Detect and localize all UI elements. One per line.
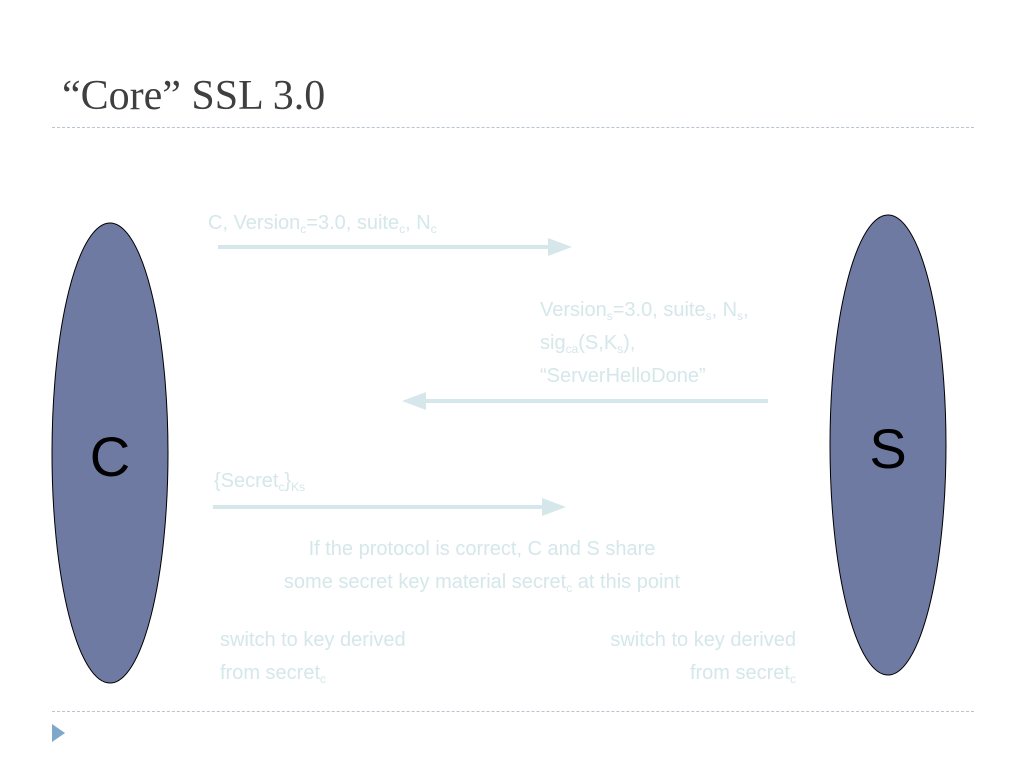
shared-secret-note-line-2: some secret key material secretc at this… <box>283 571 681 595</box>
slide-bullet-icon <box>52 724 65 742</box>
client-key-switch-note: switch to key derived from secretc <box>220 624 406 690</box>
server-key-switch-line-2: from secretc <box>689 662 796 686</box>
server-hello-line-3: “ServerHelloDone” <box>540 365 706 387</box>
shared-secret-note-line-1: If the protocol is correct, C and S shar… <box>308 538 656 560</box>
key-exchange-message: {Secretc}Ks <box>214 470 306 494</box>
server-hello-message: Versions=3.0, suites, Ns, sigca(S,Ks), “… <box>540 294 749 393</box>
client-hello-message: C, Versionc=3.0, suitec, Nc <box>208 212 437 236</box>
footer-divider <box>52 711 974 712</box>
slide-title: “Core” SSL 3.0 <box>62 73 326 119</box>
client-key-switch-line-2: from secretc <box>220 662 327 686</box>
shared-secret-note: If the protocol is correct, C and S shar… <box>232 533 732 599</box>
client-hello-arrow <box>218 238 572 256</box>
server-key-switch-note: switch to key derived from secretc <box>560 624 796 690</box>
title-divider <box>52 127 974 128</box>
server-entity <box>829 214 947 676</box>
key-exchange-arrow <box>213 498 566 516</box>
client-entity <box>51 222 169 684</box>
client-key-switch-line-1: switch to key derived <box>220 629 406 651</box>
server-label: S <box>869 417 906 480</box>
server-hello-line-2: sigca(S,Ks), <box>540 332 636 356</box>
server-hello-arrow <box>402 392 768 410</box>
server-hello-line-1: Versions=3.0, suites, Ns, <box>540 299 749 323</box>
client-label: C <box>90 425 130 488</box>
server-key-switch-line-1: switch to key derived <box>610 629 796 651</box>
